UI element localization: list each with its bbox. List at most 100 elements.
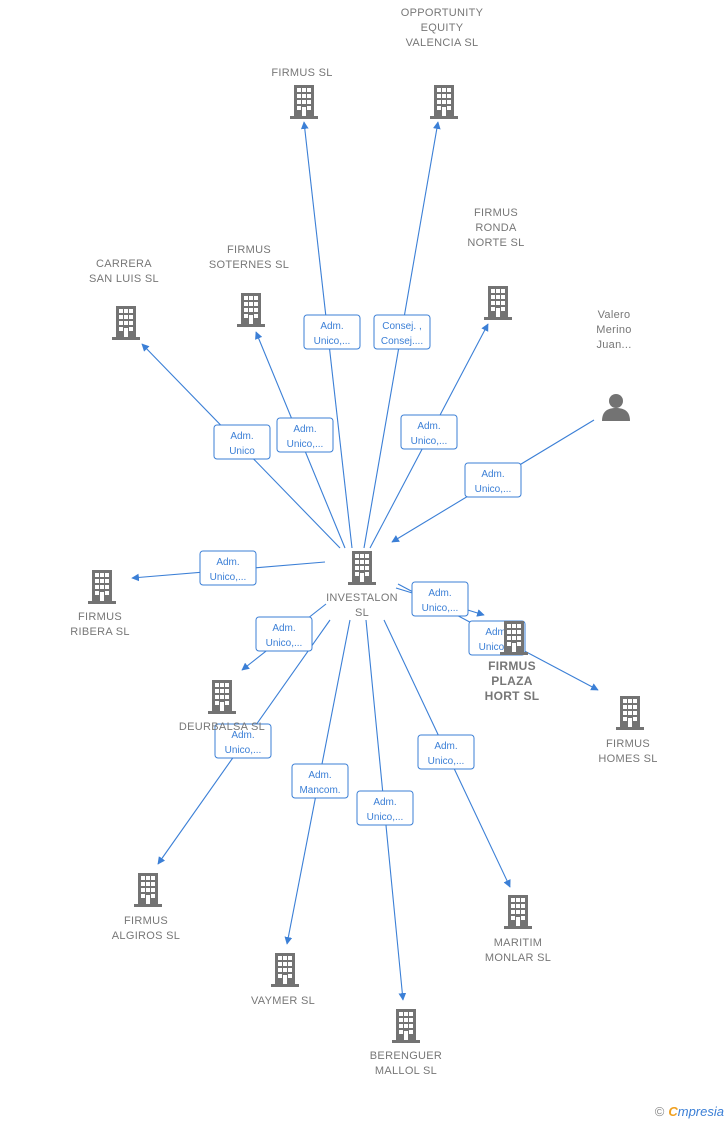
maritim-monlar-label-line: MONLAR SL	[485, 952, 551, 964]
role-box-frame	[276, 417, 334, 453]
opportunity-equity-label-line: EQUITY	[421, 22, 464, 34]
building-icon	[134, 873, 162, 907]
carrera-san-luis-label-line: SAN LUIS SL	[89, 273, 159, 285]
role-text: Adm.	[434, 741, 457, 752]
firmus-ronda-norte-label-line: FIRMUS	[474, 207, 518, 219]
role-text: Adm.	[485, 627, 508, 638]
valero-merino-label-line: Valero	[598, 309, 631, 321]
firmus-plaza-hort-label-line: FIRMUS	[488, 659, 536, 673]
role-box-firmus-soternes[interactable]: Adm.Unico,...	[276, 417, 334, 453]
opportunity-equity-label-line: OPPORTUNITY	[401, 7, 484, 19]
firmus-soternes-label-line: FIRMUS	[227, 244, 271, 256]
role-text: Unico	[229, 446, 255, 457]
firmus-ronda-norte-label-line: RONDA	[475, 222, 517, 234]
role-text: Unico,...	[479, 642, 516, 653]
role-box-frame	[303, 314, 361, 350]
role-text: Adm.	[417, 421, 440, 432]
role-text: Adm.	[373, 797, 396, 808]
role-box-maritim-monlar[interactable]: Adm. Unico,...	[417, 734, 475, 770]
role-text: Unico,...	[475, 484, 512, 495]
role-text: Unico,...	[266, 638, 303, 649]
firmus-ribera-label-line: RIBERA SL	[70, 626, 130, 638]
firmus-sl-label-line: FIRMUS SL	[271, 67, 332, 79]
node-firmus-algiros[interactable]: FIRMUS ALGIROS SL	[112, 873, 180, 942]
building-icon	[504, 895, 532, 929]
firmus-algiros-label-line: FIRMUS	[124, 915, 168, 927]
role-text: Adm.	[320, 321, 343, 332]
role-text: Adm.	[308, 770, 331, 781]
building-icon	[271, 953, 299, 987]
deurbalsa-label-line: DEURBALSA SL	[179, 721, 265, 733]
maritim-monlar-label-line: MARITIM	[494, 937, 543, 949]
role-box-firmus-algiros[interactable]: Adm. Unico,...	[214, 723, 272, 759]
role-box-firmus-ronda-norte[interactable]: Adm. Unico,...	[400, 414, 458, 450]
role-text: Unico,...	[428, 756, 465, 767]
building-icon	[112, 306, 140, 340]
role-box-frame	[199, 550, 257, 586]
role-box-frame	[213, 424, 271, 460]
role-text: Unico,...	[210, 572, 247, 583]
building-icon	[290, 85, 318, 119]
investalon-label-line: INVESTALON	[326, 592, 398, 604]
role-text: Unico,...	[367, 812, 404, 823]
role-text: Unico,...	[225, 745, 262, 756]
role-box-firmus-sl[interactable]: Adm.Unico,...	[303, 314, 361, 350]
node-vaymer[interactable]: VAYMER SL	[251, 953, 315, 1007]
node-deurbalsa[interactable]: DEURBALSA SL	[179, 680, 265, 733]
node-maritim-monlar[interactable]: MARITIM MONLAR SL	[485, 895, 551, 964]
node-firmus-soternes[interactable]: FIRMUS SOTERNES SL	[209, 244, 289, 327]
valero-merino-label-line: Merino	[596, 324, 631, 336]
role-text: Mancom.	[299, 785, 340, 796]
role-text: Adm.	[230, 431, 253, 442]
building-icon	[430, 85, 458, 119]
role-text: Unico,...	[411, 436, 448, 447]
role-text: Consej. ,	[382, 321, 421, 332]
copyright-symbol: ©	[654, 1104, 665, 1119]
node-valero-merino[interactable]: ValeroMerinoJuan...	[596, 309, 631, 421]
role-box-frame	[417, 734, 475, 770]
role-box-firmus-plaza-hort[interactable]: Adm.Unico,...	[411, 581, 469, 617]
role-box-frame	[356, 790, 414, 826]
berenguer-mallol-label-line: BERENGUER	[370, 1050, 442, 1062]
node-firmus-sl[interactable]: FIRMUS SL	[271, 67, 332, 119]
role-text: Adm.	[428, 588, 451, 599]
role-box-opportunity-equity[interactable]: Consej. , Consej....	[373, 314, 431, 350]
role-box-berenguer-mallol[interactable]: Adm. Unico,...	[356, 790, 414, 826]
role-text: Consej....	[381, 336, 423, 347]
berenguer-mallol-label-line: MALLOL SL	[375, 1065, 437, 1077]
brand-logo-initial: C	[668, 1104, 678, 1119]
node-berenguer-mallol[interactable]: BERENGUER MALLOL SL	[370, 1009, 442, 1077]
firmus-plaza-hort-label-line: HORT SL	[485, 689, 540, 703]
role-box-frame	[400, 414, 458, 450]
valero-merino-label-line: Juan...	[596, 339, 631, 351]
firmus-soternes-label-line: SOTERNES SL	[209, 259, 289, 271]
role-box-firmus-ribera[interactable]: Adm.Unico,...	[199, 550, 257, 586]
role-box-frame	[291, 763, 349, 799]
role-box-deurbalsa[interactable]: Adm.Unico,...	[255, 616, 313, 652]
role-box-carrera-san-luis[interactable]: Adm. Unico	[213, 424, 271, 460]
role-box-valero-merino[interactable]: Adm.Unico,...	[464, 462, 522, 498]
role-box-frame	[255, 616, 313, 652]
firmus-plaza-hort-label-line: PLAZA	[491, 674, 533, 688]
role-box-vaymer[interactable]: Adm. Mancom.	[291, 763, 349, 799]
brand-footer: ©Cmpresia	[655, 1104, 724, 1119]
role-box-frame	[214, 723, 272, 759]
building-icon	[88, 570, 116, 604]
role-text: Adm.	[231, 730, 254, 741]
building-icon	[392, 1009, 420, 1043]
firmus-homes-label-line: HOMES SL	[598, 753, 657, 765]
role-box-frame	[373, 314, 431, 350]
firmus-algiros-label-line: ALGIROS SL	[112, 930, 180, 942]
vaymer-label-line: VAYMER SL	[251, 995, 315, 1007]
role-box-frame	[411, 581, 469, 617]
node-opportunity-equity[interactable]: OPPORTUNITY EQUITY VALENCIA SL	[401, 7, 484, 119]
opportunity-equity-label-line: VALENCIA SL	[406, 37, 479, 49]
role-box-frame	[464, 462, 522, 498]
